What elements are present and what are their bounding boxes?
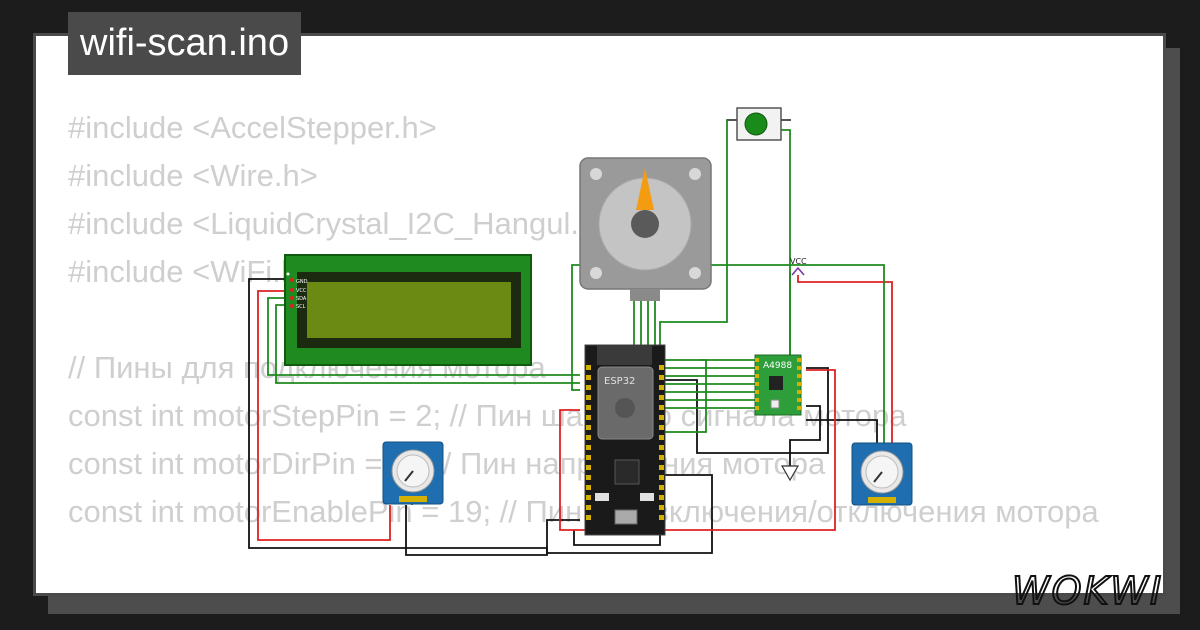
code-preview: #include <AccelStepper.h> #include <Wire…: [68, 104, 1099, 536]
lcd-display[interactable]: GND VCC SDA SCL: [284, 254, 532, 366]
wire-red: [559, 369, 836, 531]
wire-green: [267, 297, 580, 376]
wire-black: [664, 367, 829, 454]
potentiometer-left[interactable]: [382, 441, 444, 505]
lcd-pin-label: SCL: [296, 304, 306, 310]
file-name-tab: wifi-scan.ino: [68, 12, 302, 75]
wire-green: [654, 300, 760, 385]
driver-pins: [755, 358, 801, 410]
code-line: const int motorEnablePin = 19; // Пин дл…: [68, 494, 1099, 529]
wire-green: [275, 304, 580, 384]
wire-red: [257, 290, 391, 541]
lcd-pin-label: VCC: [296, 288, 307, 294]
code-line: #include <AccelStepper.h>: [68, 110, 437, 145]
esp32-right-pins: [659, 365, 664, 520]
esp32-board[interactable]: ESP32: [584, 344, 666, 536]
wire-black: [405, 505, 580, 556]
a4988-driver[interactable]: A4988: [754, 354, 802, 416]
svg-text:ESP32: ESP32: [604, 376, 635, 387]
push-button[interactable]: [727, 107, 791, 141]
lcd-pin-label: SDA: [296, 296, 307, 302]
preview-card: #include <AccelStepper.h> #include <Wire…: [33, 33, 1166, 596]
motor-pointer: [636, 168, 654, 210]
lcd-pin-label: GND: [296, 279, 308, 285]
svg-text:WOKWI: WOKWI: [1012, 569, 1163, 613]
wire-black: [789, 405, 821, 466]
ground-symbol: [780, 465, 800, 482]
code-line: #include <Wire.h>: [68, 158, 318, 193]
svg-text:VCC: VCC: [790, 257, 807, 266]
code-line: #include <LiquidCrystal_I2C_Hangul.h>: [68, 206, 615, 241]
stepper-motor[interactable]: [579, 157, 712, 301]
wire-green: [781, 129, 791, 355]
vcc-marker: VCC: [790, 257, 807, 276]
svg-text:A4988: A4988: [763, 361, 792, 371]
esp32-left-pins: [586, 365, 591, 520]
potentiometer-right[interactable]: [851, 442, 913, 506]
wokwi-logo: WOKWI: [1012, 568, 1163, 614]
wire-green: [571, 264, 885, 500]
lcd-pins: [290, 278, 294, 308]
wire-green: [664, 359, 707, 433]
